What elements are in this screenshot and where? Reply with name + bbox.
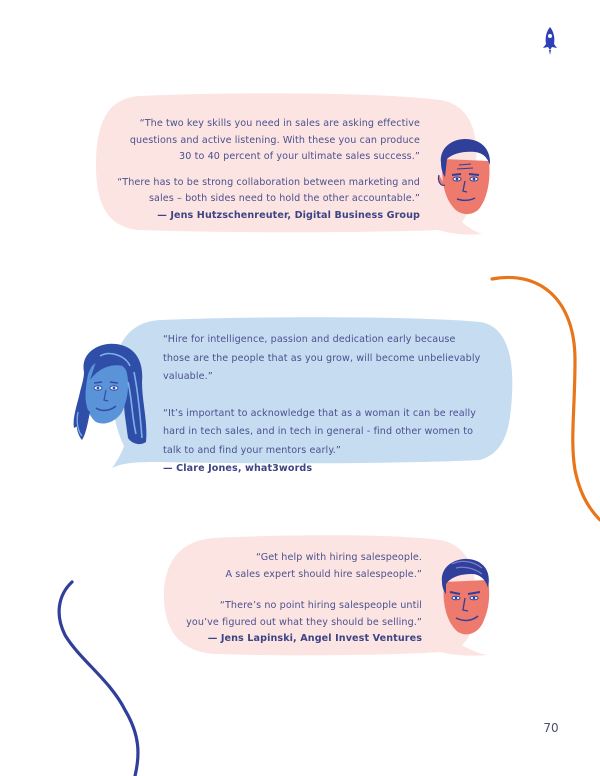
quote-paragraph: “There has to be strong collaboration be… [117,176,420,205]
page-number: 70 [543,721,559,735]
rocket-icon [538,26,562,56]
woman-portrait [70,342,150,458]
quote-paragraph: “It’s important to acknowledge that as a… [163,407,477,456]
quote-paragraph: “Get help with hiring salespeople. A sal… [225,552,422,580]
quote-paragraph: “The two key skills you need in sales ar… [129,118,420,162]
quote-attribution: — Clare Jones, what3words [163,463,313,474]
quote-paragraph: “Hire for intelligence, passion and dedi… [163,334,481,382]
quote-attribution: — Jens Lapinski, Angel Invest Ventures [207,633,422,644]
quote-text-block: “Hire for intelligence, passion and dedi… [163,331,503,479]
quote-text-block: “The two key skills you need in sales ar… [110,116,420,224]
man-portrait-1 [435,137,493,223]
quote-text-block: “Get help with hiring salespeople. A sal… [180,550,422,648]
man-portrait-2 [438,558,492,644]
quote-paragraph: “There’s no point hiring salespeople unt… [186,600,422,628]
quote-attribution: — Jens Hutzschenreuter, Digital Business… [157,209,420,221]
